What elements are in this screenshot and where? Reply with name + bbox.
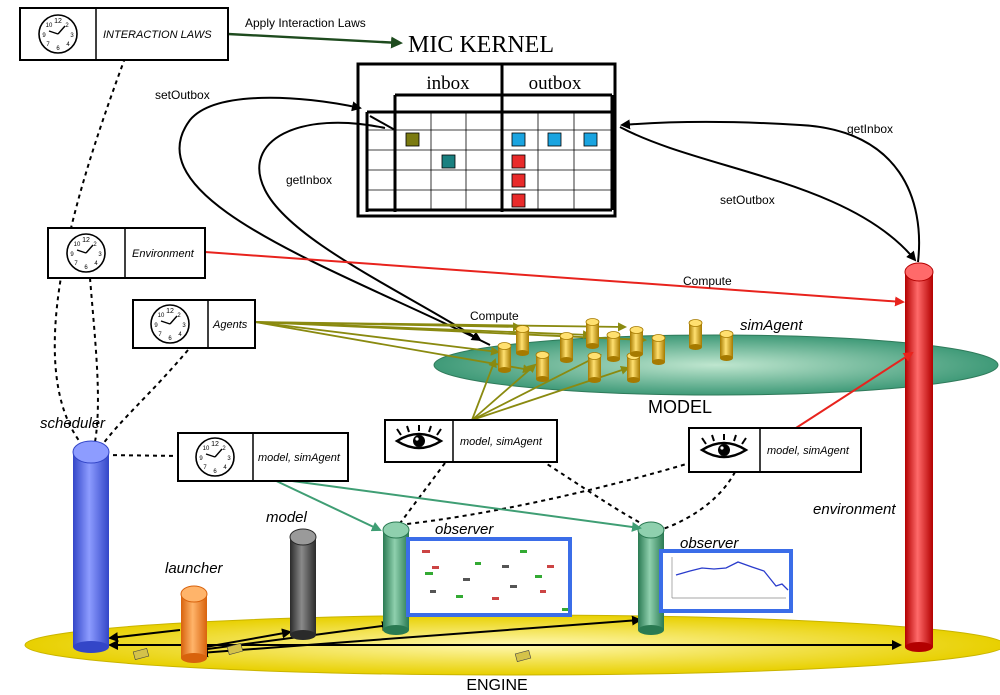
scheduler-model-box: model, simAgent <box>177 432 349 482</box>
observer1-label: observer <box>435 521 494 538</box>
kernel-cells <box>405 132 598 208</box>
agents-box-text: Agents <box>212 319 248 331</box>
kernel-arrows <box>178 96 921 346</box>
outbox-label: outbox <box>529 73 582 94</box>
mic-kernel-title: MIC KERNEL <box>408 32 554 58</box>
interaction-laws-text: INTERACTION LAWS <box>103 29 212 41</box>
inbox-label: inbox <box>426 73 470 94</box>
environment-box-text: Environment <box>132 248 195 260</box>
observer1-box-text: model, simAgent <box>460 436 543 448</box>
agents-box: Agents <box>132 299 256 349</box>
agent <box>535 351 550 382</box>
environment-cylinder <box>904 262 934 652</box>
set-outbox-left-label: setOutbox <box>155 88 210 102</box>
compute-env-label: Compute <box>683 274 732 288</box>
agent <box>515 325 530 356</box>
get-inbox-left-label: getInbox <box>286 173 332 187</box>
engine-links <box>108 615 902 658</box>
apply-laws-label: Apply Interaction Laws <box>245 16 366 30</box>
agent <box>651 334 666 365</box>
observer1-cylinder <box>382 521 410 635</box>
agent <box>559 332 574 363</box>
model-cylinder <box>289 528 317 640</box>
environment-box: Environment <box>47 227 206 279</box>
scheduler-cylinder <box>72 440 110 653</box>
environment-label: environment <box>813 501 896 518</box>
clock-icon <box>38 14 78 54</box>
agent <box>719 330 734 361</box>
agent <box>629 326 644 357</box>
clock-icon <box>66 233 106 273</box>
engine-tokens <box>132 642 532 663</box>
set-outbox-right-label: setOutbox <box>720 193 775 207</box>
observer2-box-text: model, simAgent <box>767 445 850 457</box>
scheduler-model-text: model, simAgent <box>258 452 341 464</box>
compute-agents-label: Compute <box>470 309 519 323</box>
observer2-box: model, simAgent <box>688 427 862 473</box>
agent <box>587 352 602 383</box>
sim-agents <box>497 318 734 383</box>
model-platform <box>433 334 999 396</box>
clock-icon <box>195 437 235 477</box>
agent <box>497 342 512 373</box>
scheduler-label: scheduler <box>40 415 106 432</box>
model-cyl-label: model <box>266 509 308 526</box>
observer-screen-agents <box>406 537 572 617</box>
observer-screen-chart <box>659 549 793 613</box>
agent <box>688 319 703 350</box>
launcher-label: launcher <box>165 560 224 577</box>
get-inbox-right-label: getInbox <box>847 122 893 136</box>
observer-arrows <box>269 477 642 532</box>
sim-agent-label: simAgent <box>740 317 803 334</box>
agent <box>585 318 600 349</box>
launcher-cylinder <box>180 585 208 663</box>
observer2-label: observer <box>680 535 739 552</box>
compute-agent-arrows <box>254 321 647 421</box>
observer1-box: model, simAgent <box>384 419 558 463</box>
interaction-laws-box: INTERACTION LAWS <box>19 7 229 61</box>
model-label: MODEL <box>648 397 712 417</box>
agent <box>626 352 641 383</box>
agent <box>606 331 621 362</box>
mic-kernel-table <box>356 62 617 218</box>
clock-icon <box>150 304 190 344</box>
apply-laws-arrow <box>227 32 403 49</box>
engine-label: ENGINE <box>466 677 527 694</box>
